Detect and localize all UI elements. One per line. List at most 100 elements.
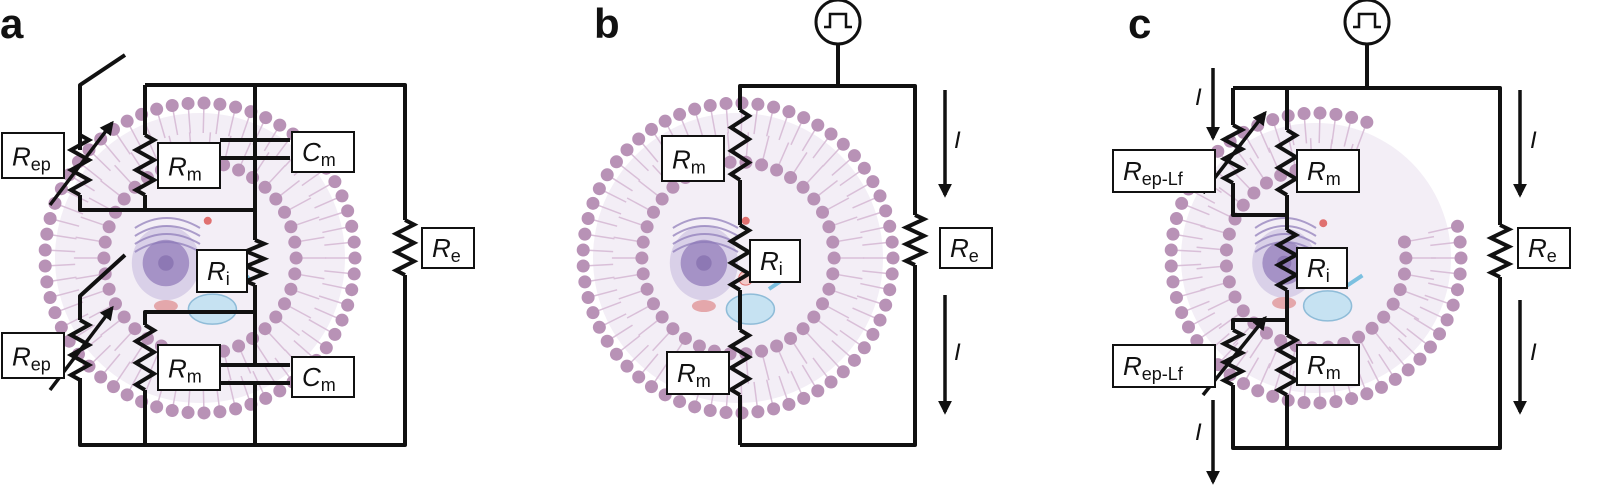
- resistor-ri-b: [727, 223, 753, 292]
- label-ri-b: Ri: [749, 239, 801, 283]
- label-rm-top-b-symbol: R: [672, 144, 691, 174]
- panel-label-b: b: [594, 0, 620, 47]
- svg-text:Ri: Ri: [207, 256, 230, 289]
- current-label-b-bottom: I: [954, 339, 961, 366]
- svg-text:Rep-Lf: Rep-Lf: [1123, 351, 1184, 384]
- svg-text:Cm: Cm: [302, 137, 336, 170]
- label-ri-b-symbol: R: [760, 246, 779, 276]
- label-re-a-symbol: R: [432, 233, 451, 263]
- svg-text:Re: Re: [1528, 233, 1557, 266]
- current-label-c-left-bottom: I: [1195, 419, 1202, 446]
- label-rm-bottom-c: Rm: [1296, 344, 1360, 386]
- label-ri-c-symbol: R: [1307, 253, 1326, 283]
- svg-text:Rep: Rep: [12, 341, 51, 374]
- label-rep-lf-top-subscript: ep-Lf: [1142, 169, 1184, 189]
- label-cm-bottom: Cm: [291, 356, 355, 398]
- resistor-re-a: [391, 218, 419, 277]
- label-rep-top: Rep: [1, 132, 65, 179]
- svg-text:Re: Re: [432, 233, 461, 266]
- square-wave-source-c: [1343, 0, 1391, 46]
- label-rm-top-c: Rm: [1296, 149, 1360, 193]
- label-ri-a-subscript: i: [226, 269, 230, 289]
- label-re-b: Re: [939, 227, 993, 269]
- label-rm-bottom-c-symbol: R: [1307, 350, 1326, 380]
- label-rm-bottom-b-symbol: R: [677, 358, 696, 388]
- panel-label-a: a: [0, 0, 24, 47]
- svg-text:Rep-Lf: Rep-Lf: [1123, 156, 1184, 189]
- resistor-rm-top-a: [131, 133, 159, 197]
- label-re-b-symbol: R: [950, 233, 969, 263]
- svg-text:Rep: Rep: [12, 141, 51, 174]
- svg-text:Rm: Rm: [1307, 156, 1341, 189]
- svg-text:Ri: Ri: [760, 246, 783, 279]
- label-rep-top-symbol: R: [12, 141, 31, 171]
- label-rm-top-a-symbol: R: [168, 151, 187, 181]
- panel-label-c: c: [1128, 0, 1151, 47]
- current-label-c-left-top: I: [1195, 84, 1202, 111]
- label-rm-bottom-a-subscript: m: [187, 366, 202, 386]
- label-rm-bottom-b-subscript: m: [696, 371, 711, 391]
- svg-text:Rm: Rm: [168, 353, 202, 386]
- label-ri-c-subscript: i: [1326, 266, 1330, 286]
- label-rep-lf-bottom-symbol: R: [1123, 351, 1142, 381]
- label-ri-a: Ri: [196, 249, 248, 293]
- svg-text:Rm: Rm: [677, 358, 711, 391]
- current-label-c-right-top: I: [1530, 127, 1537, 154]
- label-cm-top-subscript: m: [321, 150, 336, 170]
- capacitor-bottom-a: [220, 363, 290, 385]
- svg-text:Re: Re: [950, 233, 979, 266]
- label-re-a-subscript: e: [451, 246, 461, 266]
- resistor-re-b: [901, 213, 929, 267]
- resistor-rm-top-c: [1274, 128, 1300, 197]
- panel-b-circuit: [738, 45, 917, 447]
- label-re-b-subscript: e: [969, 246, 979, 266]
- label-re-c: Re: [1517, 227, 1571, 269]
- label-rm-bottom-a: Rm: [157, 344, 221, 391]
- resistor-re-c: [1486, 223, 1514, 279]
- svg-text:Rm: Rm: [1307, 350, 1341, 383]
- label-ri-a-symbol: R: [207, 256, 226, 286]
- current-label-c-right-bottom: I: [1530, 339, 1537, 366]
- label-ri-b-subscript: i: [779, 259, 783, 279]
- label-rm-bottom-b: Rm: [666, 351, 730, 395]
- label-rm-top-b-subscript: m: [691, 157, 706, 177]
- label-rm-bottom-c-subscript: m: [1326, 363, 1341, 383]
- resistor-rm-bottom-c: [1273, 333, 1301, 397]
- square-wave-source-b: [814, 0, 862, 46]
- resistor-ri-c: [1273, 228, 1301, 292]
- label-cm-top-symbol: C: [302, 137, 321, 167]
- label-re-a: Re: [421, 227, 475, 269]
- label-rep-bottom-symbol: R: [12, 341, 31, 371]
- resistor-rep-top: [48, 120, 114, 207]
- svg-text:Rm: Rm: [672, 144, 706, 177]
- svg-text:Rm: Rm: [168, 151, 202, 184]
- label-rm-top-c-subscript: m: [1326, 169, 1341, 189]
- label-rep-bottom-subscript: ep: [31, 354, 51, 374]
- capacitor-top-a: [220, 138, 290, 160]
- label-rm-top-b: Rm: [661, 135, 725, 182]
- resistor-rm-bottom-a: [132, 323, 158, 392]
- svg-text:Cm: Cm: [302, 362, 336, 395]
- label-ri-c: Ri: [1296, 247, 1348, 289]
- label-rep-top-subscript: ep: [31, 154, 51, 174]
- label-rep-lf-bottom: Rep-Lf: [1112, 344, 1216, 388]
- label-rep-lf-top: Rep-Lf: [1112, 149, 1216, 193]
- label-rm-top-c-symbol: R: [1307, 156, 1326, 186]
- label-rep-bottom: Rep: [1, 332, 65, 379]
- label-cm-top: Cm: [291, 131, 355, 173]
- resistor-rm-top-b: [727, 108, 753, 182]
- svg-text:Ri: Ri: [1307, 253, 1330, 286]
- label-rm-top-a: Rm: [157, 142, 221, 189]
- label-rep-lf-top-symbol: R: [1123, 156, 1142, 186]
- label-rm-top-a-subscript: m: [187, 164, 202, 184]
- label-cm-bottom-subscript: m: [321, 375, 336, 395]
- label-rm-bottom-a-symbol: R: [168, 353, 187, 383]
- resistor-rm-bottom-b: [727, 328, 753, 397]
- current-label-b-top: I: [954, 127, 961, 154]
- label-re-c-symbol: R: [1528, 233, 1547, 263]
- label-cm-bottom-symbol: C: [302, 362, 321, 392]
- label-rep-lf-bottom-subscript: ep-Lf: [1142, 364, 1184, 384]
- panel-a-circuit: [78, 53, 407, 447]
- resistor-ri-a: [240, 238, 270, 287]
